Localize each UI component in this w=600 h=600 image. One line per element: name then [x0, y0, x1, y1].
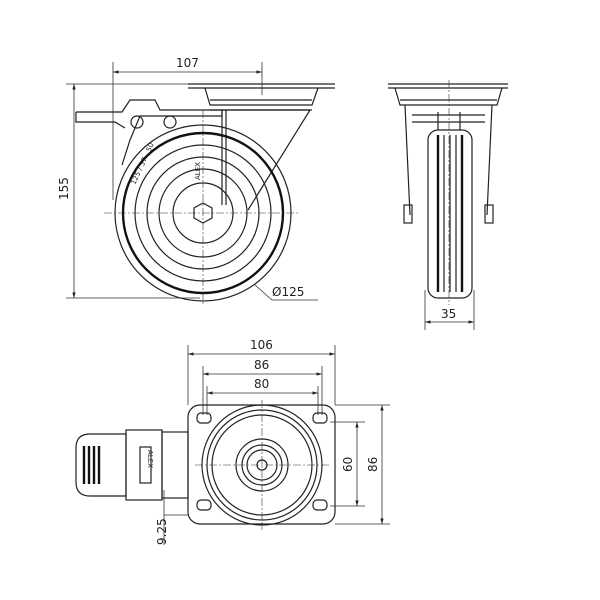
dim-front-width: 35 — [441, 307, 456, 321]
top-view: 106 86 80 60 86 ALEX 9.25 — [75, 338, 390, 545]
dim-plate-width: 106 — [250, 338, 273, 352]
dim-offset: 9.25 — [155, 518, 169, 545]
brand-logo-side: ALEX — [194, 162, 202, 180]
front-view: 35 — [388, 80, 508, 330]
dim-hole-vertical: 60 — [341, 457, 355, 472]
dim-wheel-diameter: Ø125 — [272, 285, 304, 299]
dim-hole-inner: 80 — [254, 377, 269, 391]
side-view: 107 155 125 / 37 - 50 ALEX Ø125 — [57, 56, 335, 305]
brand-logo-top: ALEX — [146, 450, 154, 468]
dim-side-height: 155 — [57, 177, 71, 200]
dim-hole-outer: 86 — [254, 358, 269, 372]
dim-plate-height: 86 — [366, 457, 380, 472]
dim-side-width: 107 — [176, 56, 199, 70]
